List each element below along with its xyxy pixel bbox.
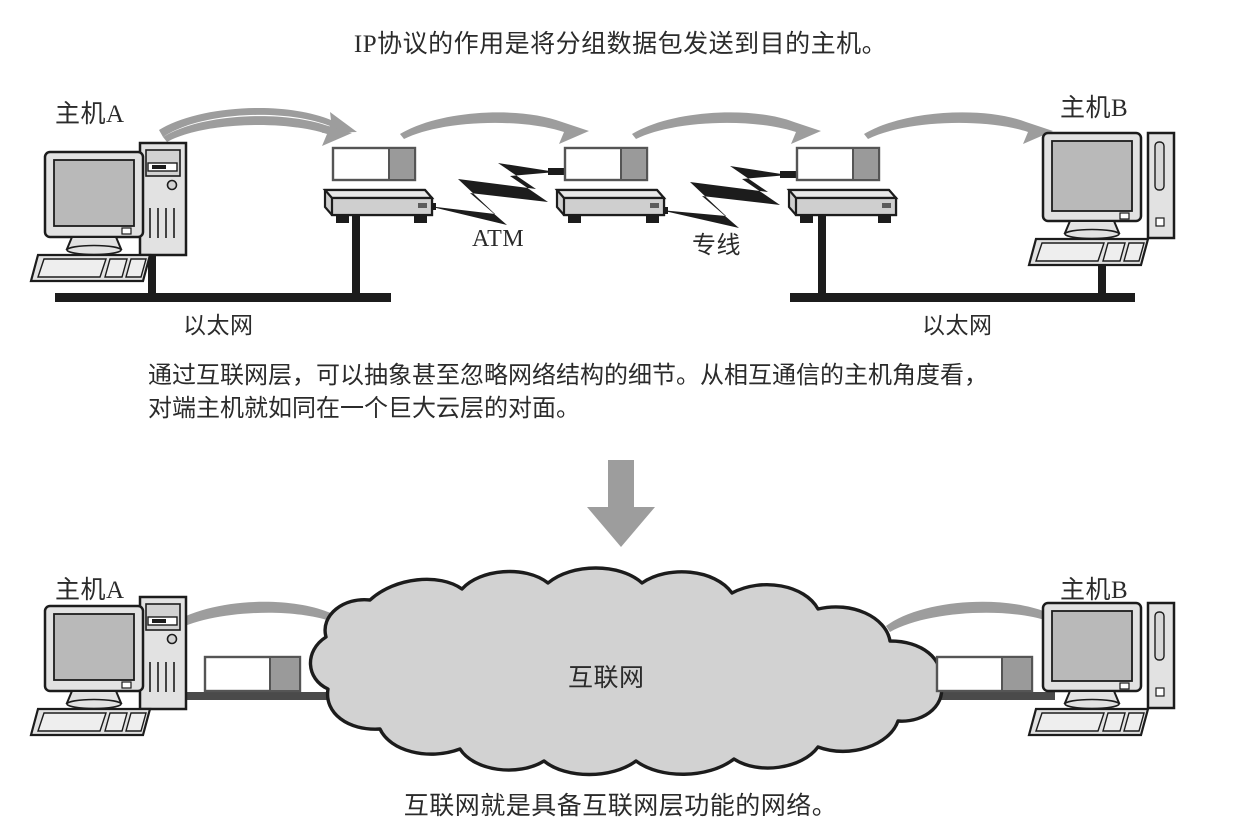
ethernet-bus-left: [55, 293, 391, 302]
host-b-computer-bottom: [1027, 601, 1176, 737]
top-caption: IP协议的作用是将分组数据包发送到目的主机。: [353, 31, 888, 58]
host-a-label-bottom: 主机A: [55, 577, 125, 604]
paragraph-line-1: 通过互联网层，可以抽象甚至忽略网络结构的细节。从相互通信的主机角度看，: [148, 363, 988, 389]
bottom-network-diagram: [29, 566, 1176, 777]
packet-2: [563, 146, 649, 182]
host-a-computer-bottom: [29, 595, 188, 737]
link-leased-label: 专线: [692, 233, 741, 259]
packet-3: [795, 146, 881, 182]
router-2: [554, 188, 667, 223]
top-network-diagram: [29, 107, 1176, 302]
host-b-label-bottom: 主机B: [1060, 577, 1129, 604]
paragraph-line-2: 对端主机就如同在一个巨大云层的对面。: [148, 396, 580, 422]
host-a-label-top: 主机A: [55, 101, 125, 128]
down-arrow: [587, 460, 655, 547]
link-leased: [650, 166, 798, 228]
flow-arrow-left: [168, 601, 355, 634]
router-3: [786, 188, 899, 223]
packet-1: [331, 146, 417, 182]
internet-cloud-label: 互联网: [568, 665, 645, 692]
flow-arrow-1: [159, 107, 357, 146]
flow-arrow-2: [400, 112, 589, 144]
link-atm: [418, 163, 566, 225]
drop-line-host-b: [1098, 248, 1106, 295]
ethernet-bus-right: [790, 293, 1135, 302]
drop-line-router-3: [818, 212, 826, 295]
flow-arrow-right: [886, 601, 1073, 634]
link-cloud-host-b: [905, 692, 1055, 700]
ethernet-label-right: 以太网: [922, 313, 993, 338]
drop-line-router-1: [352, 212, 360, 295]
host-b-label-top: 主机B: [1060, 95, 1129, 122]
packet-right: [935, 655, 1034, 693]
host-b-computer: [1027, 131, 1176, 267]
internet-cloud: [308, 566, 944, 777]
link-host-a-cloud: [185, 692, 335, 700]
ethernet-label-left: 以太网: [183, 313, 254, 338]
router-1: [322, 188, 435, 223]
bottom-caption: 互联网就是具备互联网层功能的网络。: [403, 793, 838, 820]
down-arrow-layer: [587, 460, 655, 547]
explanatory-paragraph: 通过互联网层，可以抽象甚至忽略网络结构的细节。从相互通信的主机角度看， 对端主机…: [148, 360, 1158, 426]
flow-arrow-3: [632, 112, 821, 144]
flow-arrow-4: [864, 112, 1053, 144]
host-a-computer: [29, 141, 188, 283]
packet-left: [203, 655, 302, 693]
link-atm-label: ATM: [472, 226, 525, 252]
